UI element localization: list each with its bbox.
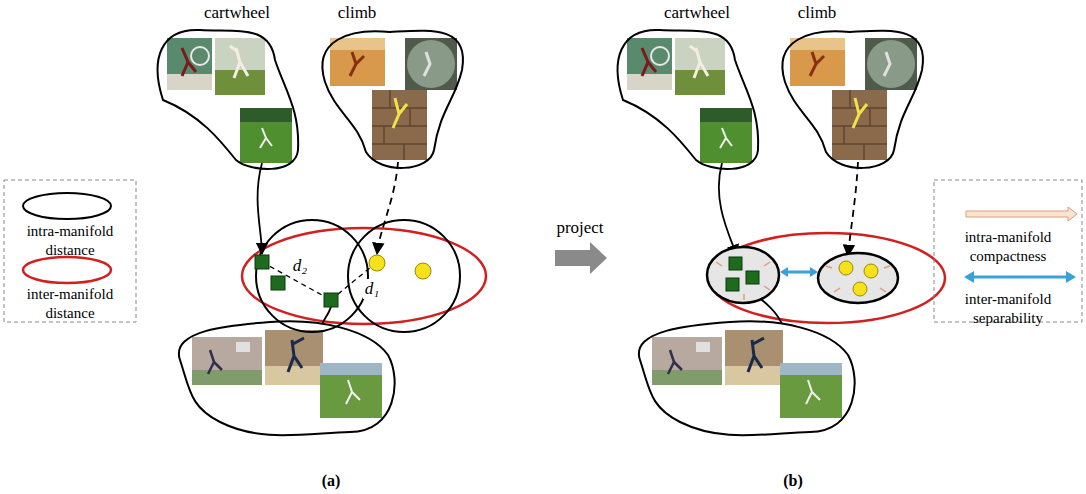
action-sample: [255, 255, 269, 269]
distance-symbol: d₂: [291, 256, 309, 276]
sample-link: [377, 162, 398, 254]
distance-symbol: d₁: [363, 279, 381, 299]
legend-text: inter-manifold separability: [938, 290, 1078, 328]
class-name: cartwheel: [204, 3, 270, 23]
action-sample: [324, 293, 338, 307]
legend-text: inter-manifold distance: [10, 285, 130, 323]
sample-link: [322, 306, 331, 324]
class-name: climb: [338, 3, 377, 23]
photo-group: [618, 30, 923, 435]
action-sample: [271, 276, 285, 290]
sample-link: [719, 163, 737, 256]
legend-frame: [4, 180, 136, 322]
action-sample: [729, 257, 742, 270]
step-label: project: [556, 218, 603, 238]
legend-sample: [23, 257, 111, 283]
action-sample: [864, 264, 878, 278]
panel-tag: (b): [783, 472, 803, 490]
legend-sample: [23, 193, 111, 219]
action-sample: [853, 282, 867, 296]
action-sample: [726, 278, 739, 291]
legend-text: intra-manifold distance: [10, 222, 130, 260]
class-name: climb: [798, 3, 837, 23]
sample-link: [848, 162, 858, 256]
legend-sample: [966, 207, 1077, 221]
intra-manifold-circle: [348, 220, 460, 332]
separability-arrow: [780, 267, 818, 277]
legend-sample: [964, 271, 1076, 283]
sample-link: [258, 163, 262, 254]
project-arrow: [555, 242, 607, 274]
class-name: cartwheel: [664, 3, 730, 23]
action-sample: [839, 261, 853, 275]
legend-text: intra-manifold compactness: [938, 228, 1078, 266]
action-sample: [746, 271, 759, 284]
compactness-arrows: [716, 262, 890, 300]
intra-manifold-circle: [256, 220, 368, 332]
compact-manifold: [707, 247, 779, 303]
action-sample: [369, 255, 385, 271]
action-sample: [415, 263, 431, 279]
panel-tag: (a): [322, 472, 341, 490]
compact-manifold: [818, 253, 898, 303]
